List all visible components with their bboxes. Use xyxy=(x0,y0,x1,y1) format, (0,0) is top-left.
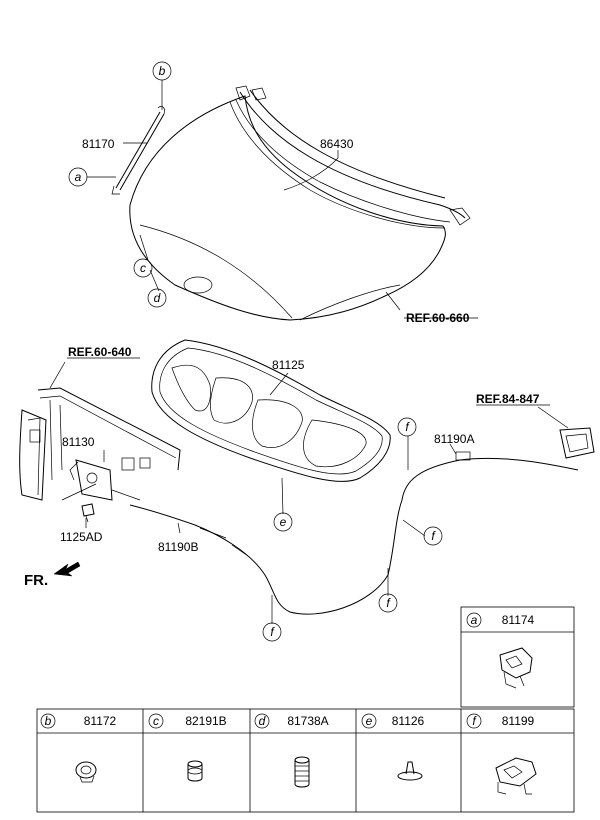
label-86430: 86430 xyxy=(320,137,354,151)
legend-letter: e xyxy=(366,714,373,728)
release-cable xyxy=(129,451,579,615)
callout-a: a xyxy=(68,167,88,187)
label-81170: 81170 xyxy=(82,137,115,151)
grommet-81172-icon xyxy=(75,761,97,783)
hood-stay-rod-81170 xyxy=(111,106,165,195)
legend-table xyxy=(36,606,575,813)
label-81130: 81130 xyxy=(62,435,95,449)
ref-84-847: REF.84-847 xyxy=(476,392,540,406)
clip-81199-icon xyxy=(495,757,537,795)
ref-60-660: REF.60-660 xyxy=(406,311,470,325)
legend-letter: b xyxy=(45,714,52,728)
legend-cell-e: e 81126 xyxy=(361,713,425,781)
callout-e-letter: e xyxy=(280,515,287,529)
callout-c-letter: c xyxy=(140,261,146,275)
label-81125: 81125 xyxy=(272,358,305,372)
legend-part-number: 82191B xyxy=(185,714,226,728)
legend-part-number: 81126 xyxy=(392,714,425,728)
legend-letter: d xyxy=(259,714,266,728)
callout-b-letter: b xyxy=(159,64,166,78)
leader-lines xyxy=(49,80,569,624)
legend-cell-f: f 81199 xyxy=(466,713,537,795)
legend-part-number: 81738A xyxy=(287,714,328,728)
callout-f-letter: f xyxy=(405,420,410,434)
callout-c: c xyxy=(133,258,153,278)
callout-d-letter: d xyxy=(154,291,161,305)
callout-f: f xyxy=(262,622,282,642)
ref-60-640: REF.60-640 xyxy=(68,345,132,359)
hood-latch-81130 xyxy=(61,459,141,501)
front-label: FR. xyxy=(24,572,48,589)
callout-f: f xyxy=(397,417,417,437)
bolt-1125ad xyxy=(81,503,95,523)
callout-f-letter: f xyxy=(431,529,436,543)
callout-a-letter: a xyxy=(75,170,82,184)
callout-b: b xyxy=(152,61,172,81)
callout-f-letter: f xyxy=(386,596,391,610)
label-81190a: 81190A xyxy=(434,432,474,446)
legend-cell-c: c 82191B xyxy=(148,713,227,782)
callout-f-letter: f xyxy=(270,625,275,639)
hood-insulator-81125 xyxy=(151,339,391,482)
label-1125ad: 1125AD xyxy=(60,530,103,544)
front-structure xyxy=(19,387,181,501)
legend-part-number: 81172 xyxy=(84,714,117,728)
legend-cell-b: b 81172 xyxy=(40,713,117,783)
hood-panel-86430 xyxy=(129,85,471,321)
callout-d: d xyxy=(147,288,167,308)
legend-part-number: 81199 xyxy=(502,714,535,728)
callout-f: f xyxy=(378,593,398,613)
adjuster-81738a-icon xyxy=(294,756,310,788)
release-handle xyxy=(559,427,595,459)
clip-81126-icon xyxy=(397,761,423,781)
label-81190b: 81190B xyxy=(158,540,198,554)
callout-e: e xyxy=(273,512,293,532)
legend-cell-a: a 81174 xyxy=(466,612,535,689)
legend-letter: a xyxy=(471,613,478,627)
bumper-82191b-icon xyxy=(187,760,203,782)
legend-letter: c xyxy=(153,714,159,728)
legend-cell-d: d 81738A xyxy=(254,713,329,788)
legend-letter: f xyxy=(472,714,477,728)
callout-f: f xyxy=(423,526,443,546)
legend-part-number: 81174 xyxy=(502,613,535,627)
clip-81174-icon xyxy=(499,647,533,689)
front-direction-arrow xyxy=(53,561,81,577)
